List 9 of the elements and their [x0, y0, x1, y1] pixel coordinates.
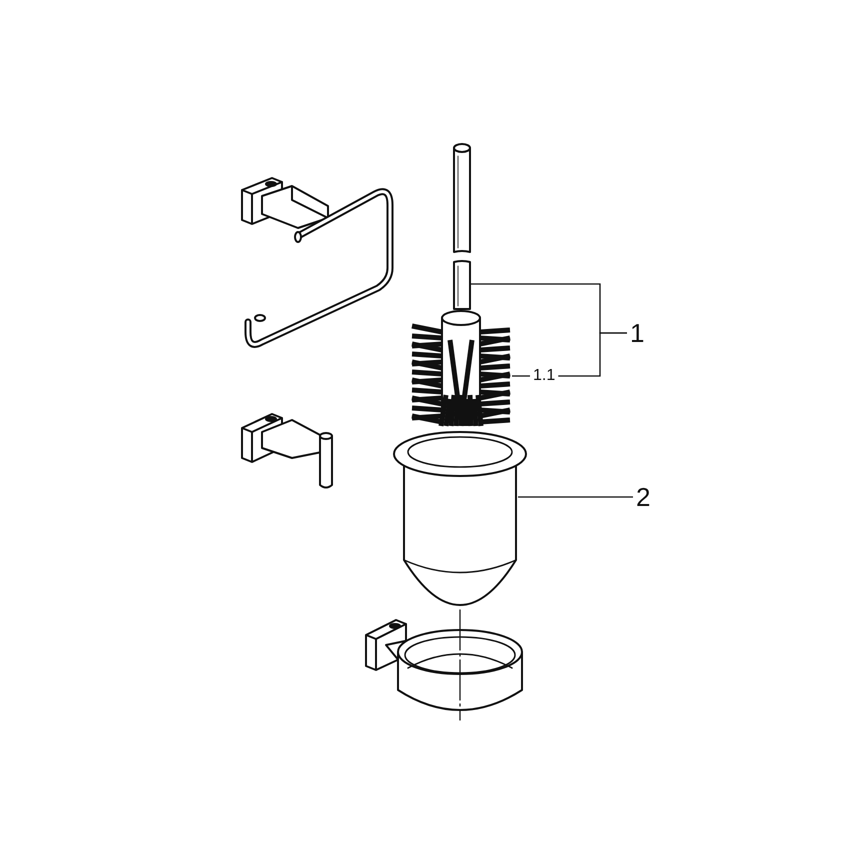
leader-line	[512, 375, 530, 377]
callout-number: 2	[636, 484, 650, 510]
brush-head-drawing	[412, 310, 510, 426]
callout-number: 1.1	[533, 368, 556, 384]
callout-number: 1	[630, 320, 644, 346]
leader-line	[558, 332, 627, 377]
brush-handle-drawing	[453, 143, 471, 310]
glass-container-drawing	[393, 431, 527, 606]
leader-line	[518, 496, 633, 498]
